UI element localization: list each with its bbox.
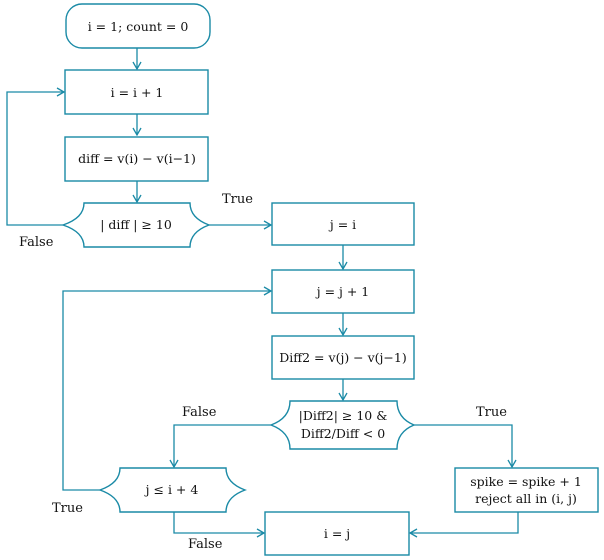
edge-labels: True False False True True False [19, 192, 507, 552]
edge-check-diff-false-loop [6, 87, 66, 226]
edge-check-j-false-to-assign-i [173, 512, 266, 538]
label-check-diff-true: True [222, 192, 253, 207]
edge-check-diff2-true-to-spike [414, 424, 517, 469]
node-increment-i-text: i = i + 1 [111, 85, 164, 100]
node-check-diff2-line1: |Diff2| ≥ 10 & [299, 408, 388, 423]
node-compute-diff2: Diff2 = v(j) − v(j−1) [271, 335, 415, 380]
node-start: i = 1; count = 0 [65, 3, 211, 49]
edge-check-j-true-loop [62, 286, 273, 491]
node-increment-i: i = i + 1 [64, 69, 209, 115]
node-assign-i-text: i = j [324, 526, 350, 541]
label-check-diff2-false: False [182, 405, 217, 420]
node-check-diff2: |Diff2| ≥ 10 & Diff2/Diff < 0 [268, 400, 416, 450]
node-check-diff: | diff | ≥ 10 [60, 202, 212, 248]
node-assign-j: j = i [271, 202, 415, 246]
node-increment-j: j = j + 1 [271, 269, 415, 314]
node-compute-diff-text: diff = v(i) − v(i−1) [78, 151, 196, 166]
node-increment-j-text: j = j + 1 [315, 284, 370, 299]
label-check-j-true: True [52, 501, 83, 516]
edge-check-diff2-false-to-check-j [169, 424, 271, 469]
edges [6, 48, 519, 538]
node-check-j: j ≤ i + 4 [97, 467, 248, 513]
node-check-diff-text: | diff | ≥ 10 [100, 217, 172, 232]
label-check-j-false: False [188, 537, 223, 552]
label-check-diff-false: False [19, 235, 54, 250]
node-spike-line2: reject all in (i, j) [475, 491, 577, 506]
node-assign-i: i = j [264, 511, 410, 556]
node-assign-j-text: j = i [328, 217, 356, 232]
node-compute-diff: diff = v(i) − v(i−1) [64, 136, 209, 182]
node-start-text: i = 1; count = 0 [88, 19, 189, 34]
label-check-diff2-true: True [476, 405, 507, 420]
node-check-j-text: j ≤ i + 4 [144, 482, 199, 497]
edge-spike-to-assign-i [408, 512, 519, 538]
node-spike: spike = spike + 1 reject all in (i, j) [454, 467, 599, 513]
node-spike-line1: spike = spike + 1 [470, 474, 582, 489]
node-compute-diff2-text: Diff2 = v(j) − v(j−1) [279, 350, 407, 365]
node-check-diff2-line2: Diff2/Diff < 0 [301, 426, 385, 441]
